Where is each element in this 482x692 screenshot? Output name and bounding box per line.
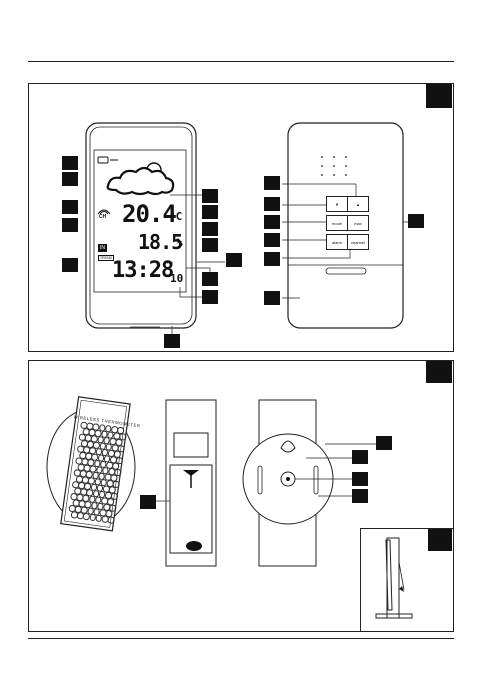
callout-marker: [264, 252, 280, 266]
callout-marker: [202, 238, 218, 252]
rh-label: RH: [167, 260, 173, 265]
callout-marker: [408, 214, 424, 228]
temperature-unit: °C: [169, 210, 183, 223]
callout-marker: [202, 272, 218, 286]
max-button[interactable]: max: [347, 215, 369, 231]
callout-marker: [202, 205, 218, 219]
callout-marker: [264, 233, 280, 247]
channel-badge: CH: [99, 214, 107, 220]
channel-button[interactable]: channel: [347, 234, 369, 250]
top-rule: [28, 61, 454, 62]
callout-marker: [202, 189, 218, 203]
callout-marker: [202, 222, 218, 236]
callout-marker: [140, 495, 156, 509]
callout-marker: [202, 290, 218, 304]
callout-marker: [62, 156, 78, 170]
callout-marker: [62, 218, 78, 232]
callout-marker: [264, 215, 280, 229]
callout-marker: [264, 291, 280, 305]
callout-marker: [164, 334, 180, 348]
callout-marker: [376, 436, 392, 450]
clock-display: 13:28: [112, 258, 174, 283]
humidity-unit: %: [176, 236, 183, 249]
signal-icon: [97, 209, 111, 215]
battery-icon: [97, 156, 109, 164]
down-button[interactable]: ▼: [326, 196, 348, 212]
callout-marker: [62, 258, 78, 272]
up-button[interactable]: ▲: [347, 196, 369, 212]
callout-marker: [352, 472, 368, 486]
seconds-display: 10: [170, 272, 184, 285]
callout-marker: [352, 489, 368, 503]
panel-a: [28, 83, 454, 352]
callout-marker: [264, 197, 280, 211]
callout-marker: [226, 253, 242, 267]
bottom-rule: [28, 638, 454, 639]
in-badge: IN: [98, 244, 107, 252]
callout-marker: [352, 450, 368, 464]
panel-a-corner-marker: [426, 84, 452, 108]
inset-corner-marker: [428, 529, 452, 551]
callout-marker: [264, 176, 280, 190]
panel-b-corner-marker: [426, 361, 452, 383]
humidity-value: 18.5: [138, 230, 183, 254]
outdoor-temperature: 20.4: [122, 200, 177, 228]
cloud-icon: [106, 166, 175, 196]
grille-hole: [107, 516, 115, 524]
trend-badge: TREND: [98, 255, 115, 261]
callout-marker: [62, 172, 78, 186]
callout-marker: [62, 200, 78, 214]
